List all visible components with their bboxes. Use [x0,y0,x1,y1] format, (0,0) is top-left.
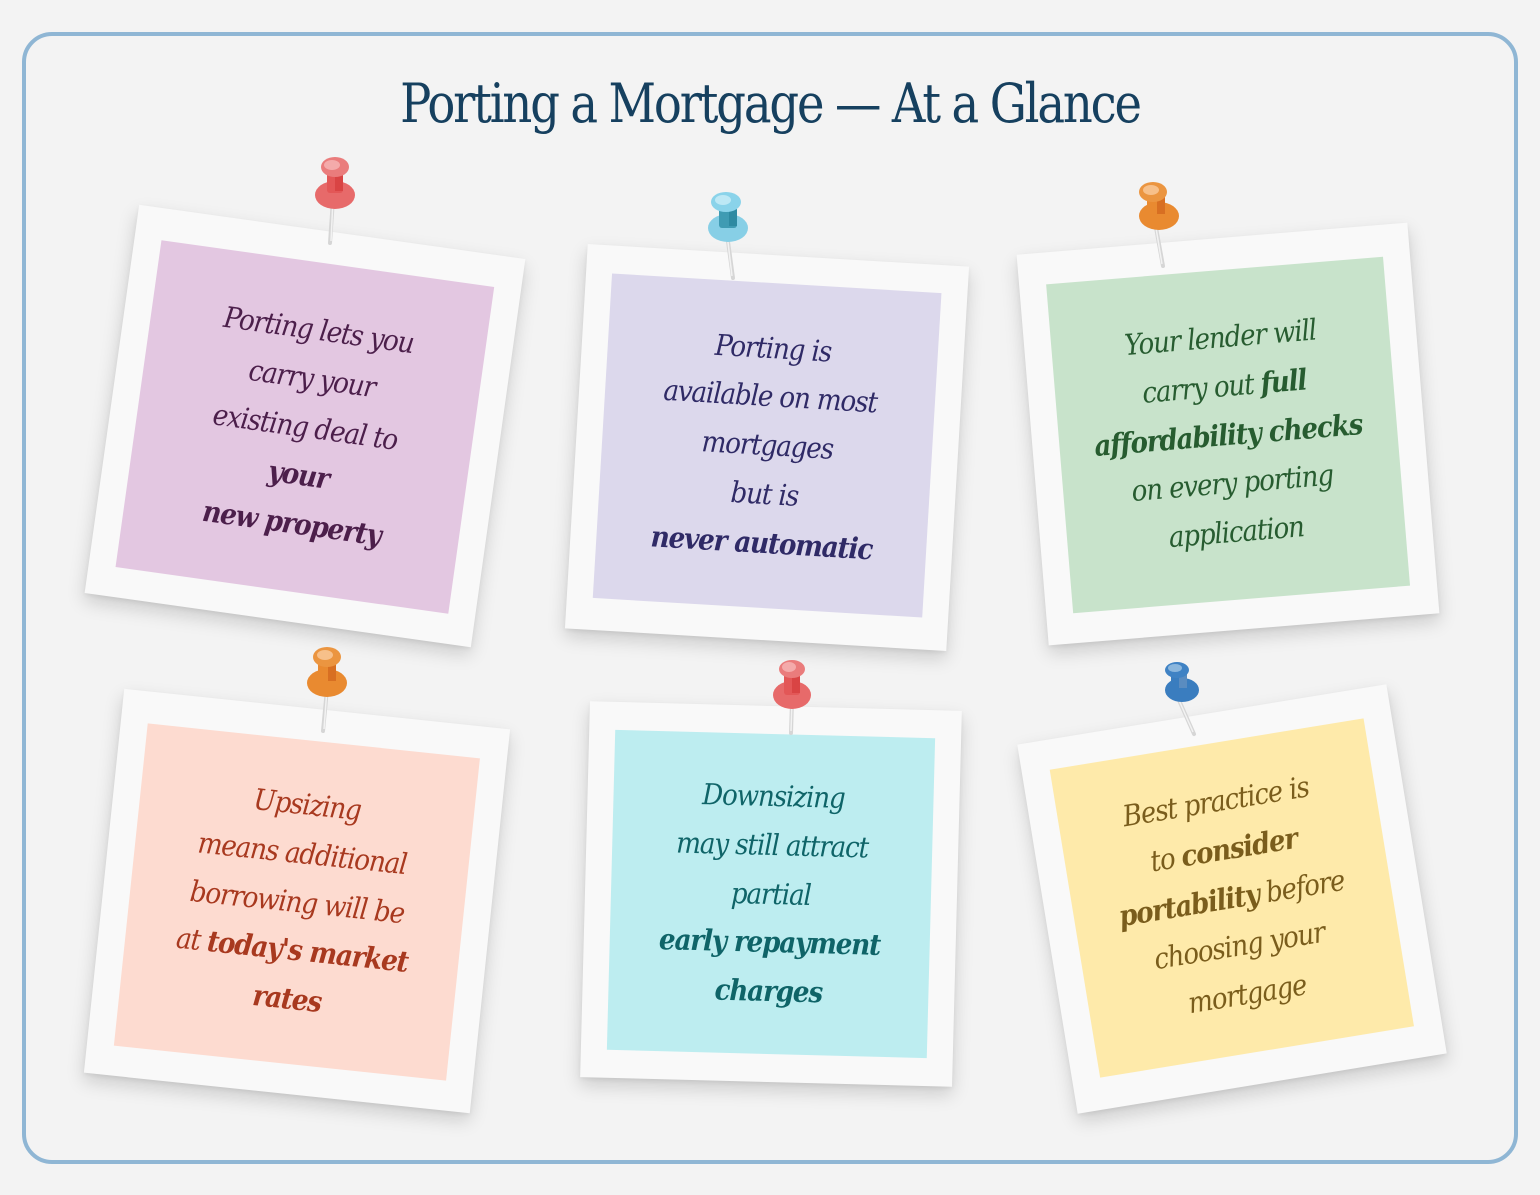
note-highlight: rates [250,978,323,1020]
blue-pushpin-icon [1165,662,1199,736]
sticky-note-affordability-checks: Your lender will carry out full affordab… [1016,222,1440,646]
note-line: Downsizing [701,777,846,816]
note-paper: Your lender will carry out full affordab… [1046,256,1411,614]
note-highlight: never automatic [649,518,874,566]
sticky-note-porting-carry-deal: Porting lets you carry your existing dea… [84,204,526,648]
note-paper: Porting is available on most mortgages b… [592,273,942,618]
note-line: partial [730,875,812,912]
page-title: Porting a Mortgage — At a Glance [400,72,1142,135]
note-line: before [1256,862,1347,910]
orange-pushpin-icon [1139,182,1179,268]
note-paper: Downsizing may still attract partial ear… [606,729,936,1059]
note-text: Best practice is to consider portability… [1100,759,1364,1036]
light-blue-pushpin-icon [708,192,748,280]
note-highlight: full [1259,362,1308,401]
red-pushpin-icon [773,660,811,735]
note-line: carry out [1140,366,1262,410]
note-highlight: early repayment [658,922,881,963]
note-paper: Upsizing means additional borrowing will… [113,723,480,1081]
note-highlight: your [265,453,331,496]
note-text: Porting lets you carry your existing dea… [193,293,416,561]
sticky-note-never-automatic: Porting is available on most mortgages b… [564,244,970,651]
note-text: Downsizing may still attract partial ear… [657,769,884,1018]
note-text: Your lender will carry out full affordab… [1084,303,1372,568]
note-line: at [174,921,209,959]
sticky-note-upsizing: Upsizing means additional borrowing will… [83,688,511,1114]
note-paper: Best practice is to consider portability… [1049,718,1414,1078]
sticky-note-best-practice: Best practice is to consider portability… [1017,684,1447,1114]
note-line: may still attract [675,825,869,865]
note-highlight: charges [714,972,823,1010]
sticky-note-downsizing: Downsizing may still attract partial ear… [580,701,962,1087]
note-text: Porting is available on most mortgages b… [649,317,885,573]
orange-pushpin-icon [307,647,347,733]
note-paper: Porting lets you carry your existing dea… [115,240,495,614]
red-pushpin-icon [315,157,355,245]
note-text: Upsizing means additional borrowing will… [169,769,426,1036]
